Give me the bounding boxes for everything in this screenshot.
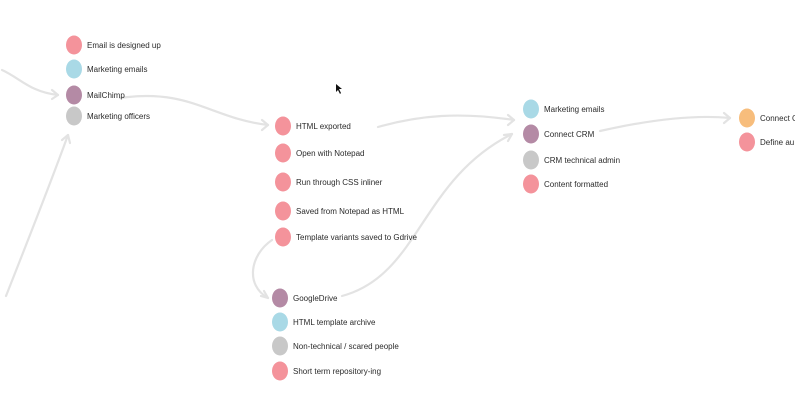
node-label: Open with Notepad: [296, 149, 365, 158]
connector-html-to-crm: [376, 114, 516, 129]
connector-template-to-gdrive: [252, 238, 274, 300]
connectors: [0, 68, 732, 300]
node-label: Template variants saved to Gdrive: [296, 233, 417, 242]
node-label: Content formatted: [544, 180, 608, 189]
connector-mailchimp-to-html: [118, 94, 270, 127]
group-email-design: Email is designed up Marketing emailsMail…: [66, 35, 161, 126]
node-label: Email is designed up: [87, 41, 161, 50]
node-label: Connect Cl: [760, 114, 795, 123]
node-dot: [66, 59, 82, 79]
node-dot: [739, 132, 755, 152]
node-label: Connect CRM: [544, 130, 595, 139]
node-label: HTML template archive: [293, 318, 376, 327]
connector-crm-to-next: [598, 115, 732, 133]
node-label: Run through CSS inliner: [296, 178, 383, 187]
connector-template-to-gdrive-arrowhead: [259, 289, 270, 300]
node-dot: [272, 312, 288, 332]
node-google-drive-3: Short term repository-ing: [272, 361, 381, 381]
node-crm-2: CRM technical admin: [523, 150, 620, 170]
node-dot: [523, 150, 539, 170]
node-email-design-1: Marketing emails: [66, 59, 147, 79]
node-dot: [275, 227, 291, 247]
node-dot: [66, 106, 82, 126]
cursor-arrow-icon: [336, 84, 342, 94]
node-label: CRM technical admin: [544, 156, 620, 165]
node-google-drive-0: GoogleDrive: [272, 288, 338, 308]
node-html-export-2: Run through CSS inliner: [275, 172, 383, 192]
node-html-export-1: Open with Notepad: [275, 143, 365, 163]
connector-incoming-bottom-arrowhead: [60, 133, 72, 145]
node-label: Marketing officers: [87, 112, 150, 121]
node-html-export-3: Saved from Notepad as HTML: [275, 201, 405, 221]
node-label: HTML exported: [296, 122, 351, 131]
node-label: MailChimp: [87, 91, 125, 100]
node-label: GoogleDrive: [293, 294, 338, 303]
connector-crm-to-next-arrowhead: [722, 111, 732, 125]
node-dot: [66, 35, 82, 55]
node-html-export-0: HTML exported: [275, 116, 351, 136]
node-crm-0: Marketing emails: [523, 99, 604, 119]
node-crm-3: Content formatted: [523, 174, 608, 194]
node-dot: [272, 336, 288, 356]
connector-gdrive-to-crm: [340, 132, 514, 298]
node-next-step-0: Connect Cl: [739, 108, 795, 128]
node-label: Saved from Notepad as HTML: [296, 207, 405, 216]
node-google-drive-1: HTML template archive: [272, 312, 376, 332]
node-next-step-1: Define au: [739, 132, 794, 152]
connector-gdrive-to-crm-arrowhead: [502, 132, 514, 143]
node-dot: [275, 172, 291, 192]
node-google-drive-2: Non-technical / scared people: [272, 336, 399, 356]
node-dot: [275, 116, 291, 136]
connector-html-to-crm-arrowhead: [506, 113, 516, 127]
node-label: Marketing emails: [87, 65, 147, 74]
node-label: Short term repository-ing: [293, 367, 381, 376]
node-email-design-0: Email is designed up: [66, 35, 161, 55]
node-html-export-4: Template variants saved to Gdrive: [275, 227, 417, 247]
node-dot: [275, 201, 291, 221]
node-label: Non-technical / scared people: [293, 342, 399, 351]
node-dot: [739, 108, 755, 128]
node-label: Define au: [760, 138, 794, 147]
node-dot: [66, 85, 82, 105]
node-dot: [523, 99, 539, 119]
group-next-step: Connect Cl Define au: [739, 108, 795, 152]
connector-incoming-top: [0, 68, 60, 97]
node-label: Marketing emails: [544, 105, 604, 114]
node-email-design-2: MailChimp: [66, 85, 125, 105]
node-email-design-3: Marketing officers: [66, 106, 150, 126]
node-dot: [272, 361, 288, 381]
node-dot: [523, 174, 539, 194]
node-dot: [523, 124, 539, 144]
node-dot: [272, 288, 288, 308]
node-crm-1: Connect CRM: [523, 124, 595, 144]
node-dot: [275, 143, 291, 163]
connector-incoming-top-arrowhead: [50, 88, 60, 101]
connector-incoming-bottom: [4, 133, 70, 298]
connector-mailchimp-to-html-arrowhead: [260, 118, 270, 132]
